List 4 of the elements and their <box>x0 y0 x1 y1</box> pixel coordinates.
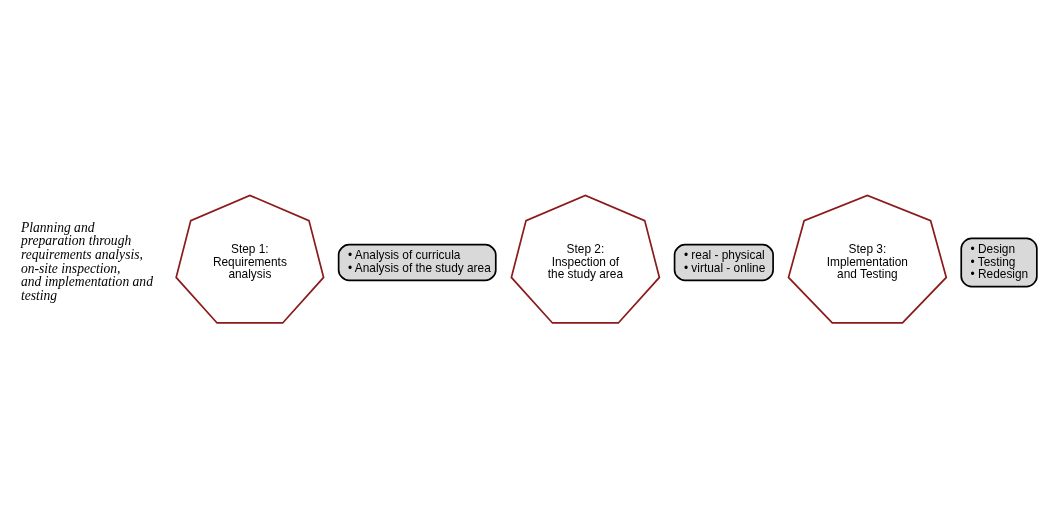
node-box: • real - physical • virtual - online <box>673 243 774 281</box>
node-box: • Analysis of curricula • Analysis of the study area <box>337 243 497 281</box>
node-box: • Design • Testing • Redesign <box>960 236 1038 288</box>
label: Planning and preparation through requirements analysis, on-site inspection, and implementation and testing <box>20 219 153 303</box>
